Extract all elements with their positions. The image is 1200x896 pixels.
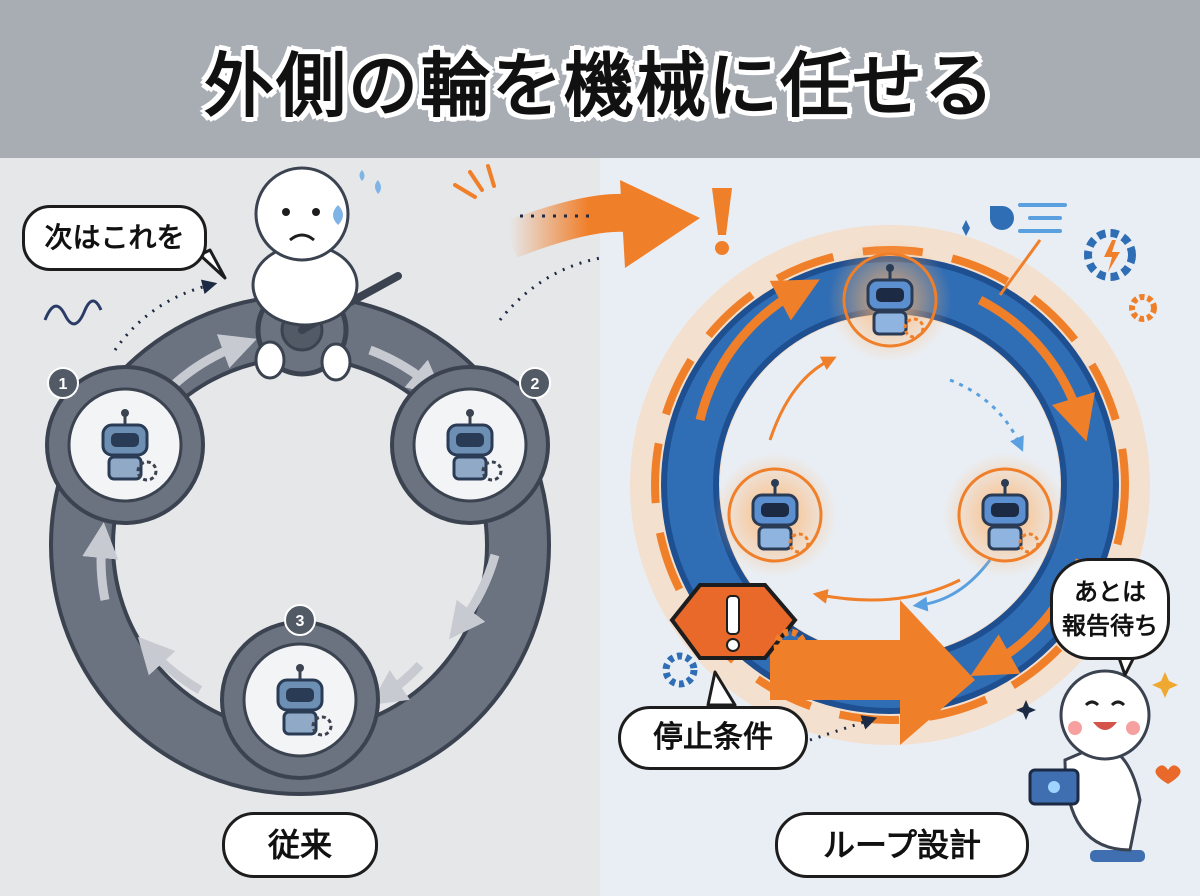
sparkle-icon (1016, 700, 1036, 720)
robot-node-top (828, 238, 952, 362)
scribble-icon (43, 299, 103, 326)
robot-node-3: 3 (220, 604, 380, 780)
flow-arrow (449, 553, 500, 640)
robot-icon (751, 479, 810, 554)
stop-condition-label: 停止条件 (618, 706, 808, 770)
step-number-2: 2 (531, 376, 540, 393)
exclamation-icon (712, 188, 732, 255)
robot-node-2: 2 (390, 365, 551, 525)
speech-tail (706, 670, 737, 707)
connector-line (998, 239, 1042, 296)
flow-arrow (370, 661, 424, 706)
robot-node-1: 1 (45, 365, 205, 525)
robot-icon (446, 409, 503, 482)
happy-person-icon (1016, 669, 1181, 862)
page-title: 外側の輪を機械に任せる (204, 45, 996, 127)
worried-person-icon (251, 166, 381, 382)
sparkle-icon (1152, 672, 1178, 698)
gear-icon (1084, 229, 1136, 281)
transition-arrow (453, 164, 700, 321)
flow-arrow (137, 636, 203, 694)
label-loop-design: ループ設計 (775, 812, 1029, 878)
step-number-1: 1 (59, 376, 68, 393)
robot-icon (276, 664, 333, 737)
gear-icon (773, 628, 807, 662)
speech-bubble-next: 次はこれを (22, 205, 207, 271)
step-number-3: 3 (296, 613, 305, 630)
gear-icon (662, 652, 698, 688)
robot-icon (866, 264, 925, 339)
robot-node-left (713, 453, 837, 577)
big-orange-arrow (770, 600, 975, 745)
flow-arrow (82, 522, 119, 601)
stop-condition-icon (669, 583, 798, 660)
heart-icon (1155, 765, 1181, 784)
speech-bubble-waiting: あとは 報告待ち (1050, 558, 1170, 660)
label-traditional: 従来 (222, 812, 378, 878)
robot-icon (101, 409, 158, 482)
header-bar (0, 0, 1200, 158)
robot-node-right (943, 453, 1067, 577)
chart-icon (962, 203, 1067, 236)
gear-icon (1129, 294, 1157, 322)
robot-icon (981, 479, 1040, 554)
